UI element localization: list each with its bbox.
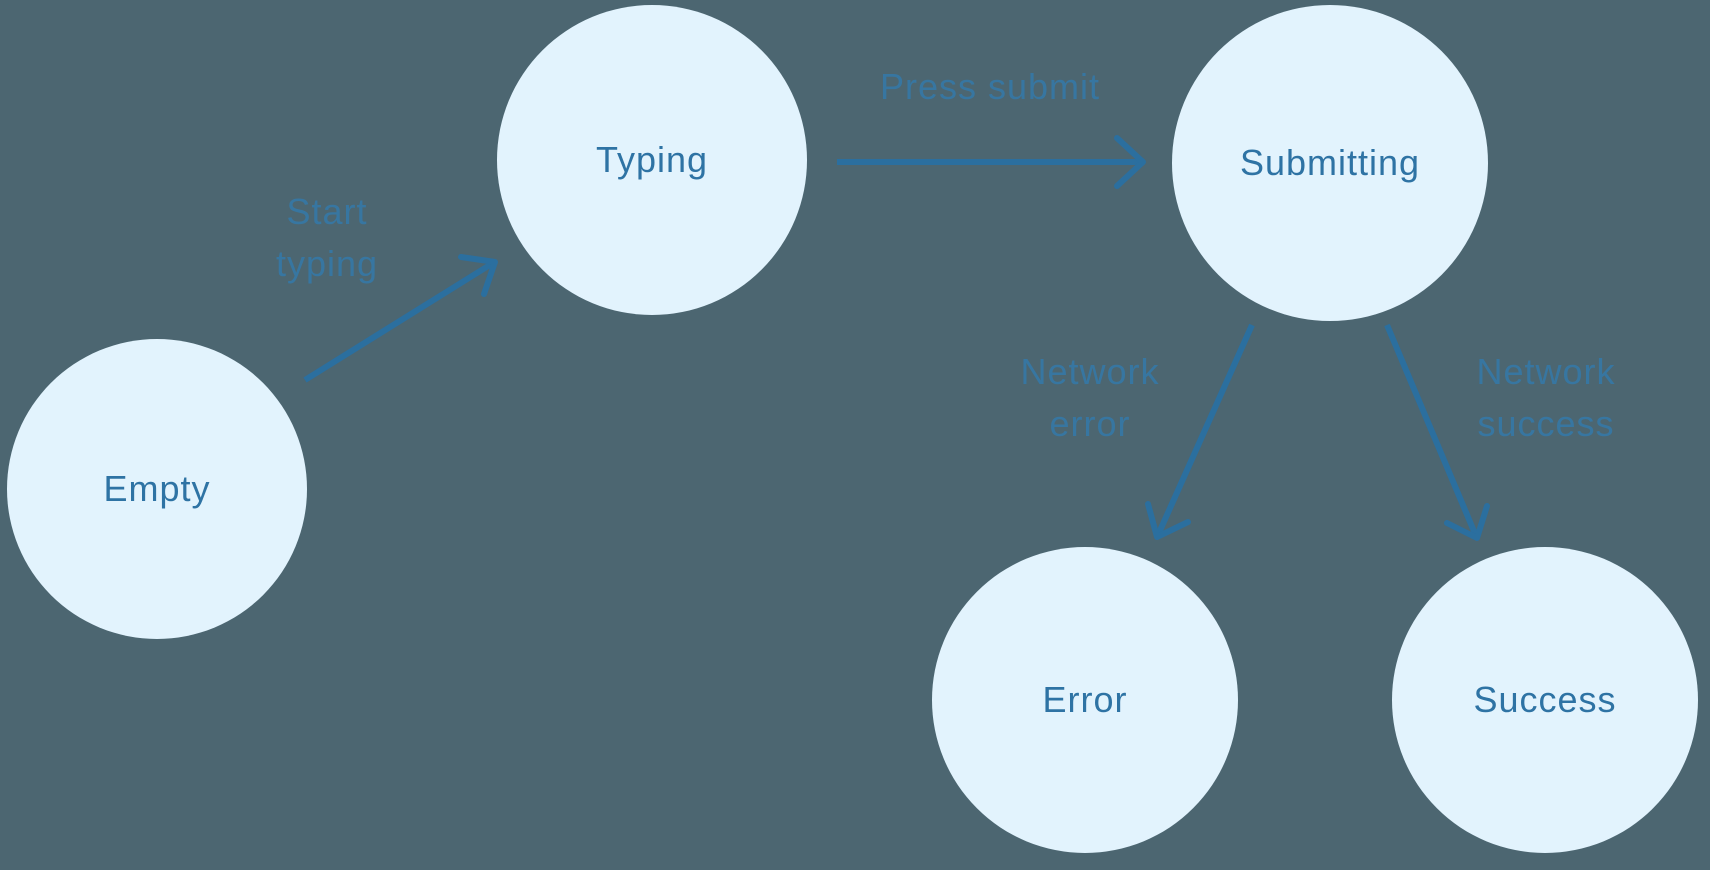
edge-label-line: Start <box>286 191 368 232</box>
edge-arrow-empty-typing <box>303 254 498 383</box>
edge-arrow-typing-submitting <box>837 135 1146 189</box>
edge-label-line: typing <box>275 243 379 284</box>
edge-label-line: Press submit <box>879 66 1101 107</box>
state-node-success: Success <box>1392 547 1698 853</box>
edge-line <box>1155 323 1255 537</box>
arrowhead-icon <box>1114 135 1146 189</box>
arrowhead-icon <box>458 254 498 297</box>
state-node-label: Success <box>1473 679 1617 720</box>
edge-label-network-error: Network error <box>1020 346 1159 450</box>
state-node-typing: Typing <box>497 5 807 315</box>
arrowhead-icon <box>1145 501 1191 540</box>
edge-label-press-submit: Press submit <box>880 61 1100 113</box>
state-node-empty: Empty <box>7 339 307 639</box>
edge-line <box>1384 323 1479 538</box>
state-node-label: Error <box>1042 679 1128 720</box>
edge-label-line: error <box>1049 403 1131 444</box>
arrowhead-icon <box>1444 503 1490 541</box>
state-node-label: Empty <box>103 468 211 509</box>
edge-label-line: success <box>1477 403 1615 444</box>
edge-label-line: Network <box>1020 351 1160 392</box>
edge-arrow-submitting-error <box>1145 323 1255 540</box>
state-node-submitting: Submitting <box>1172 5 1488 321</box>
edge-label-network-success: Network success <box>1476 346 1615 450</box>
edge-line <box>303 260 495 383</box>
state-node-label: Submitting <box>1239 142 1421 183</box>
state-node-error: Error <box>932 547 1238 853</box>
edge-label-start-typing: Start typing <box>276 186 378 290</box>
state-node-label: Typing <box>595 139 709 180</box>
edge-label-line: Network <box>1476 351 1616 392</box>
edge-arrow-submitting-success <box>1384 323 1490 541</box>
